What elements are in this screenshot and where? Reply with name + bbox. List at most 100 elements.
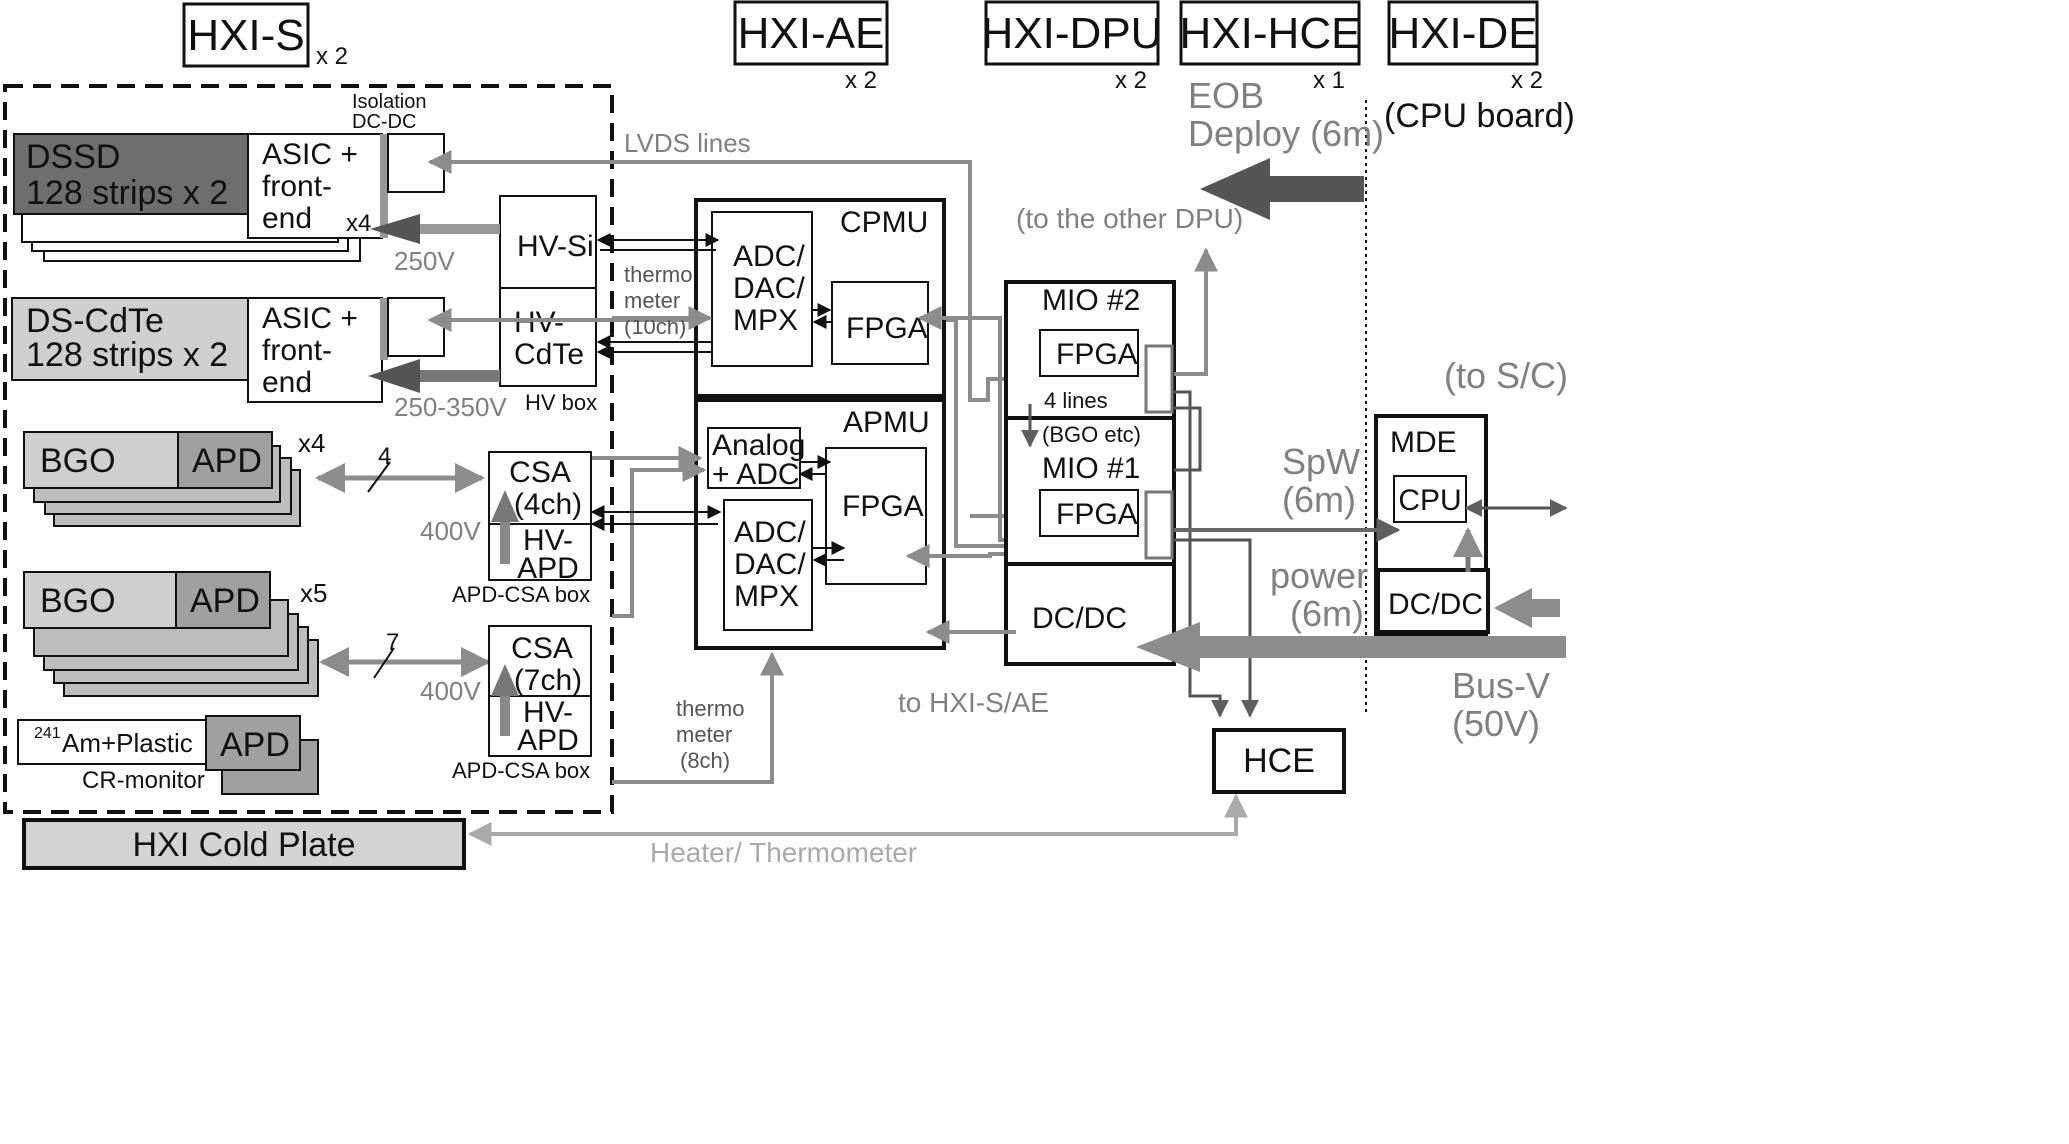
heater-thermometer-link (467, 793, 1248, 846)
svg-text:thermo: thermo (624, 262, 692, 287)
svg-text:HXI Cold Plate: HXI Cold Plate (133, 826, 356, 864)
svg-text:CPU: CPU (1398, 484, 1461, 517)
mio1-block: (BGO etc) MIO #1 FPGA (1004, 416, 1176, 566)
label-4ch: 4 (378, 443, 391, 470)
bus-v-label: Bus-V (50V) (1452, 665, 1550, 744)
isolation-dcdc-cdte (387, 297, 445, 357)
svg-text:power: power (1270, 555, 1368, 596)
svg-text:(6m): (6m) (1282, 479, 1356, 520)
eob-deploy: EOB Deploy (6m) (1188, 75, 1384, 154)
svg-text:BGO: BGO (40, 442, 116, 480)
svg-text:HXI-S: HXI-S (187, 11, 304, 60)
svg-text:DSSD: DSSD (26, 138, 120, 176)
hxi-cold-plate: HXI Cold Plate (22, 818, 466, 870)
svg-text:ASIC +: ASIC + (262, 138, 358, 171)
asic-front-end-dssd: ASIC + front- end x4 (247, 133, 388, 239)
svg-text:Am+Plastic: Am+Plastic (62, 728, 193, 758)
svg-text:HV-: HV- (523, 696, 573, 729)
svg-text:ADC/: ADC/ (733, 240, 805, 273)
svg-text:DC/DC: DC/DC (1032, 602, 1127, 635)
svg-text:x 2: x 2 (316, 43, 348, 70)
lvds-line-dssd (427, 150, 1030, 402)
heater-thermometer-label: Heater/ Thermometer (650, 837, 917, 868)
svg-text:x4: x4 (298, 428, 325, 458)
svg-text:HXI-DE: HXI-DE (1388, 9, 1537, 58)
svg-text:APD: APD (190, 582, 260, 620)
svg-text:HV box: HV box (525, 390, 597, 415)
svg-text:APD-CSA box: APD-CSA box (452, 582, 590, 607)
svg-text:x5: x5 (300, 578, 327, 608)
svg-text:HXI-DPU: HXI-DPU (982, 9, 1163, 58)
svg-text:front-: front- (262, 334, 332, 367)
svg-text:(7ch): (7ch) (514, 664, 582, 697)
svg-text:APD: APD (517, 724, 579, 757)
svg-text:4 lines: 4 lines (1044, 388, 1108, 413)
svg-text:x 2: x 2 (1115, 67, 1147, 94)
power-label: power (6m) (1270, 555, 1368, 634)
mio2-block: MIO #2 FPGA 4 lines (1004, 280, 1176, 420)
svg-text:APD-CSA box: APD-CSA box (452, 758, 590, 783)
label-7ch: 7 (386, 629, 399, 656)
svg-text:HXI-AE: HXI-AE (738, 9, 885, 58)
label-250-350v: 250-350V (394, 392, 507, 422)
label-250v: 250V (394, 246, 455, 276)
cr-monitor: 241 Am+Plastic APD CR-monitor (17, 715, 319, 795)
dssd-stack: DSSD 128 strips x 2 (13, 133, 361, 262)
isolation-dcdc: Isolation DC-DC (352, 91, 445, 193)
svg-text:Deploy (6m): Deploy (6m) (1188, 113, 1384, 154)
svg-text:(BGO etc): (BGO etc) (1042, 422, 1141, 447)
header-hxi-ae: HXI-AE x 2 (733, 0, 889, 94)
eob-arrow (1200, 158, 1364, 220)
apmu-block: APMU Analog + ADC FPGA ADC/ DAC/ MPX (694, 398, 946, 650)
svg-text:ADC/: ADC/ (734, 516, 806, 549)
svg-text:CdTe: CdTe (514, 338, 584, 371)
to-hxi-s-ae-label: to HXI-S/AE (898, 687, 1049, 718)
svg-text:CSA: CSA (511, 632, 573, 665)
header-hxi-hce: HXI-HCE x 1 (1179, 0, 1361, 94)
svg-text:(8ch): (8ch) (680, 748, 730, 773)
cpmu-block: CPMU ADC/ DAC/ MPX FPGA (694, 198, 946, 398)
thermometer-10ch: thermo meter (10ch) (624, 262, 692, 339)
mde-block: MDE CPU DC/DC (1374, 414, 1490, 636)
spw-label: SpW (6m) (1282, 441, 1360, 520)
svg-text:x 2: x 2 (1511, 67, 1543, 94)
svg-text:FPGA: FPGA (1056, 338, 1138, 371)
to-sc-label: (to S/C) (1444, 355, 1568, 396)
svg-text:Isolation: Isolation (352, 91, 427, 113)
svg-text:(6m): (6m) (1290, 593, 1364, 634)
svg-text:meter: meter (676, 722, 732, 747)
svg-text:DAC/: DAC/ (733, 272, 805, 305)
bgo-stack-2: BGO APD x5 (23, 571, 327, 697)
power-arrow (1136, 622, 1566, 672)
svg-text:thermo: thermo (676, 696, 744, 721)
svg-text:MPX: MPX (734, 580, 799, 613)
svg-text:241: 241 (34, 725, 61, 742)
label-400v-a: 400V (420, 516, 481, 546)
asic-front-end-cdte: ASIC + front- end (247, 297, 388, 403)
bus-v-input-arrow (1494, 588, 1560, 628)
hxi-s-region (3, 84, 614, 814)
svg-text:MIO #1: MIO #1 (1042, 452, 1140, 485)
header-hxi-dpu: HXI-DPU x 2 (982, 0, 1163, 94)
svg-text:APD: APD (192, 442, 262, 480)
svg-text:ASIC +: ASIC + (262, 302, 358, 335)
hv-cdte-arrow (368, 359, 500, 393)
svg-text:(50V): (50V) (1452, 703, 1540, 744)
svg-text:front-: front- (262, 170, 332, 203)
svg-text:CR-monitor: CR-monitor (82, 767, 205, 794)
lvds-lines-label: LVDS lines (624, 128, 751, 158)
svg-text:DAC/: DAC/ (734, 548, 806, 581)
svg-text:128 strips x 2: 128 strips x 2 (26, 336, 228, 374)
svg-text:Analog: Analog (712, 429, 805, 462)
svg-text:APMU: APMU (843, 406, 930, 439)
svg-text:+ ADC: + ADC (712, 458, 800, 491)
header-hxi-s: HXI-S x 2 (182, 2, 348, 70)
svg-text:MPX: MPX (733, 304, 798, 337)
header-hxi-de: HXI-DE x 2 (1387, 0, 1543, 94)
cpu-board-label: (CPU board) (1384, 97, 1575, 135)
hv-box: HV-Si HV- CdTe HV box (499, 195, 597, 415)
hce-block: HCE (1212, 728, 1346, 794)
svg-text:CSA: CSA (509, 456, 571, 489)
svg-text:x4: x4 (346, 210, 371, 237)
